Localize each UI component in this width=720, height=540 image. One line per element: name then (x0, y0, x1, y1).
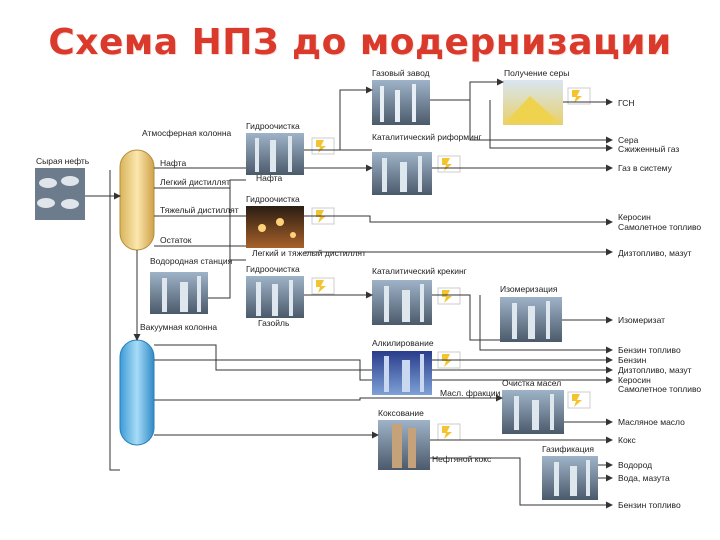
coking-image (378, 420, 430, 470)
product-label: Дизтопливо, мазут (618, 248, 692, 258)
catalytic-reforming-label: Каталитический риформинг (372, 132, 482, 142)
company-logo-icon (437, 155, 461, 173)
vacuum-column-label: Вакуумная колонна (140, 322, 217, 332)
product-label: Керосин (618, 212, 651, 222)
alkylation-label: Алкилирование (372, 338, 434, 348)
company-logo-icon (567, 87, 591, 105)
atmospheric-column-label: Атмосферная колонна (142, 128, 232, 138)
oil-purification-label: Очистка масел (502, 378, 561, 388)
hydrotreating-2-image (246, 206, 304, 248)
hydrotreating-1-label: Гидроочистка (246, 121, 300, 131)
light-heavy-distillate-label: Легкий и тяжелый дистиллят (252, 248, 366, 258)
alkylation-image (372, 351, 432, 395)
catalytic-reforming-image (372, 152, 432, 195)
product-label: Керосин (618, 375, 651, 385)
residue-label: Остаток (160, 235, 192, 245)
product-label: Бензин (618, 355, 647, 365)
page-title: Схема НПЗ до модернизации (48, 22, 672, 63)
crude-tanks-image (35, 168, 85, 220)
sulfur-label: Получение серы (504, 68, 569, 78)
heavy-distillate-label: Тяжелый дистиллят (160, 205, 239, 215)
gasification-image (542, 456, 598, 500)
gas-plant-image (372, 80, 430, 125)
flow-lines (85, 78, 613, 509)
isomerization-label: Изомеризация (500, 284, 558, 294)
company-logo-icon (437, 287, 461, 305)
hydrotreating-1-image (246, 133, 304, 175)
product-label: Вода, мазута (618, 473, 670, 483)
product-label: Изомеризат (618, 315, 665, 325)
oil-purification-image (502, 390, 564, 434)
vacuum-column (119, 339, 155, 446)
gas-plant-label: Газовый завод (372, 68, 430, 78)
atmospheric-column (119, 149, 155, 251)
gasification-label: Газификация (542, 444, 594, 454)
product-label: Самолетное топливо (618, 222, 701, 232)
product-label: Масляное масло (618, 417, 685, 427)
sulfur-image (503, 80, 563, 125)
catalytic-cracking-label: Каталитический крекинг (372, 266, 467, 276)
hydrogen-station-label: Водородная станция (150, 256, 233, 266)
hydrogen-station-image (150, 272, 208, 314)
isomerization-image (500, 297, 562, 342)
coking-label: Коксование (378, 408, 424, 418)
product-label: Сжиженный газ (618, 144, 679, 154)
hydrotreating-3-label: Гидроочистка (246, 264, 300, 274)
company-logo-icon (567, 391, 591, 409)
product-label: Бензин топливо (618, 500, 681, 510)
product-label: ГСН (618, 98, 635, 108)
hydrotreating-3-image (246, 276, 304, 318)
product-label: Водород (618, 460, 652, 470)
company-logo-icon (437, 423, 461, 441)
hydrotreating-2-label: Гидроочистка (246, 194, 300, 204)
naphtha-output-label: Нафта (256, 173, 282, 183)
catalytic-cracking-image (372, 280, 432, 325)
company-logo-icon (311, 277, 335, 295)
oil-fractions-label: Масл. фракции (440, 388, 501, 398)
light-distillate-label: Легкий дистиллят (160, 177, 230, 187)
product-label: Самолетное топливо (618, 384, 701, 394)
product-label: Кокс (618, 435, 636, 445)
gasoil-label: Газойль (258, 318, 290, 328)
product-label: Сера (618, 135, 639, 145)
company-logo-icon (311, 137, 335, 155)
petroleum-coke-label: Нефтяной кокс (432, 454, 492, 464)
product-label: Бензин топливо (618, 345, 681, 355)
crude-label: Сырая нефть (36, 156, 90, 166)
product-label: Дизтопливо, мазут (618, 365, 692, 375)
product-label: Газ в систему (618, 163, 673, 173)
naphtha-label: Нафта (160, 158, 186, 168)
